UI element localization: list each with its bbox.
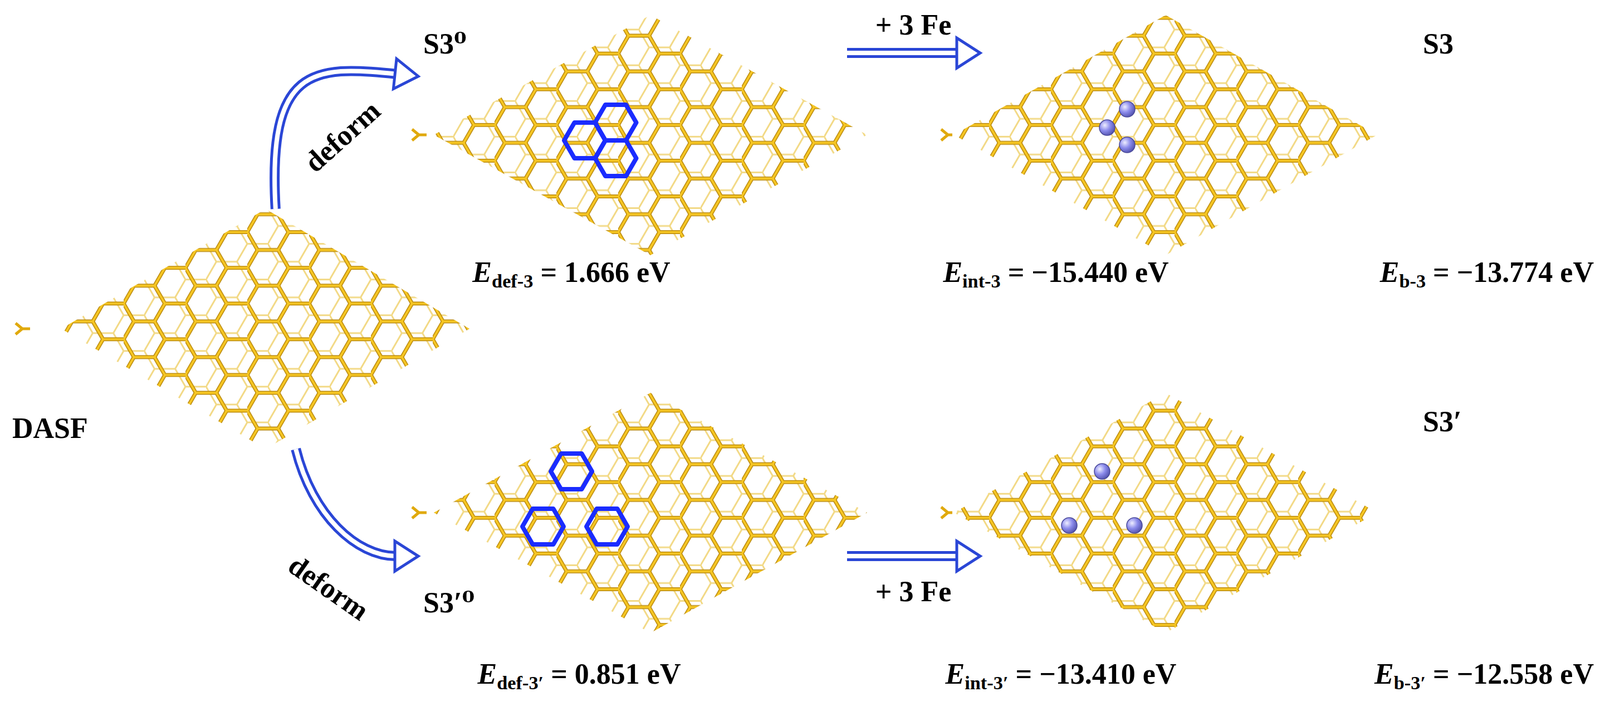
structure-label: S3′: [1422, 404, 1462, 439]
arrow-head: [956, 37, 981, 68]
arrow-head: [394, 540, 419, 571]
arrow-head: [956, 540, 981, 571]
edge-label: + 3 Fe: [875, 574, 952, 609]
hollow-arrow: [295, 448, 419, 571]
structure-label: S3: [1422, 27, 1454, 61]
energy-label: Eb-3 = −13.774 eV: [1380, 255, 1594, 292]
arrow-head: [393, 59, 419, 90]
energy-label: Eint-3 = −15.440 eV: [942, 255, 1169, 292]
hollow-arrow: [847, 540, 981, 571]
structure-label: S3⁰: [423, 27, 467, 61]
energy-label: Eint-3′ = −13.410 eV: [945, 657, 1177, 694]
structure-label: S3′⁰: [423, 585, 475, 620]
energy-label: Edef-3′ = 0.851 eV: [477, 657, 682, 694]
structure-node: DASF: [10, 208, 470, 449]
hollow-arrow: [274, 59, 419, 209]
structure-node: S3: [980, 15, 1574, 256]
structure-node: S3′⁰: [418, 392, 848, 633]
hollow-arrow: [847, 37, 981, 68]
edge-label: + 3 Fe: [875, 8, 952, 42]
energy-label: Eb-3′ = −12.558 eV: [1374, 657, 1594, 694]
edge-label: deform: [297, 94, 388, 180]
structure-node: S3⁰: [418, 15, 848, 256]
energy-label: Edef-3 = 1.666 eV: [472, 255, 670, 292]
structure-label: DASF: [10, 411, 91, 445]
edge-label: deform: [282, 547, 376, 628]
structure-node: S3′: [980, 392, 1574, 633]
